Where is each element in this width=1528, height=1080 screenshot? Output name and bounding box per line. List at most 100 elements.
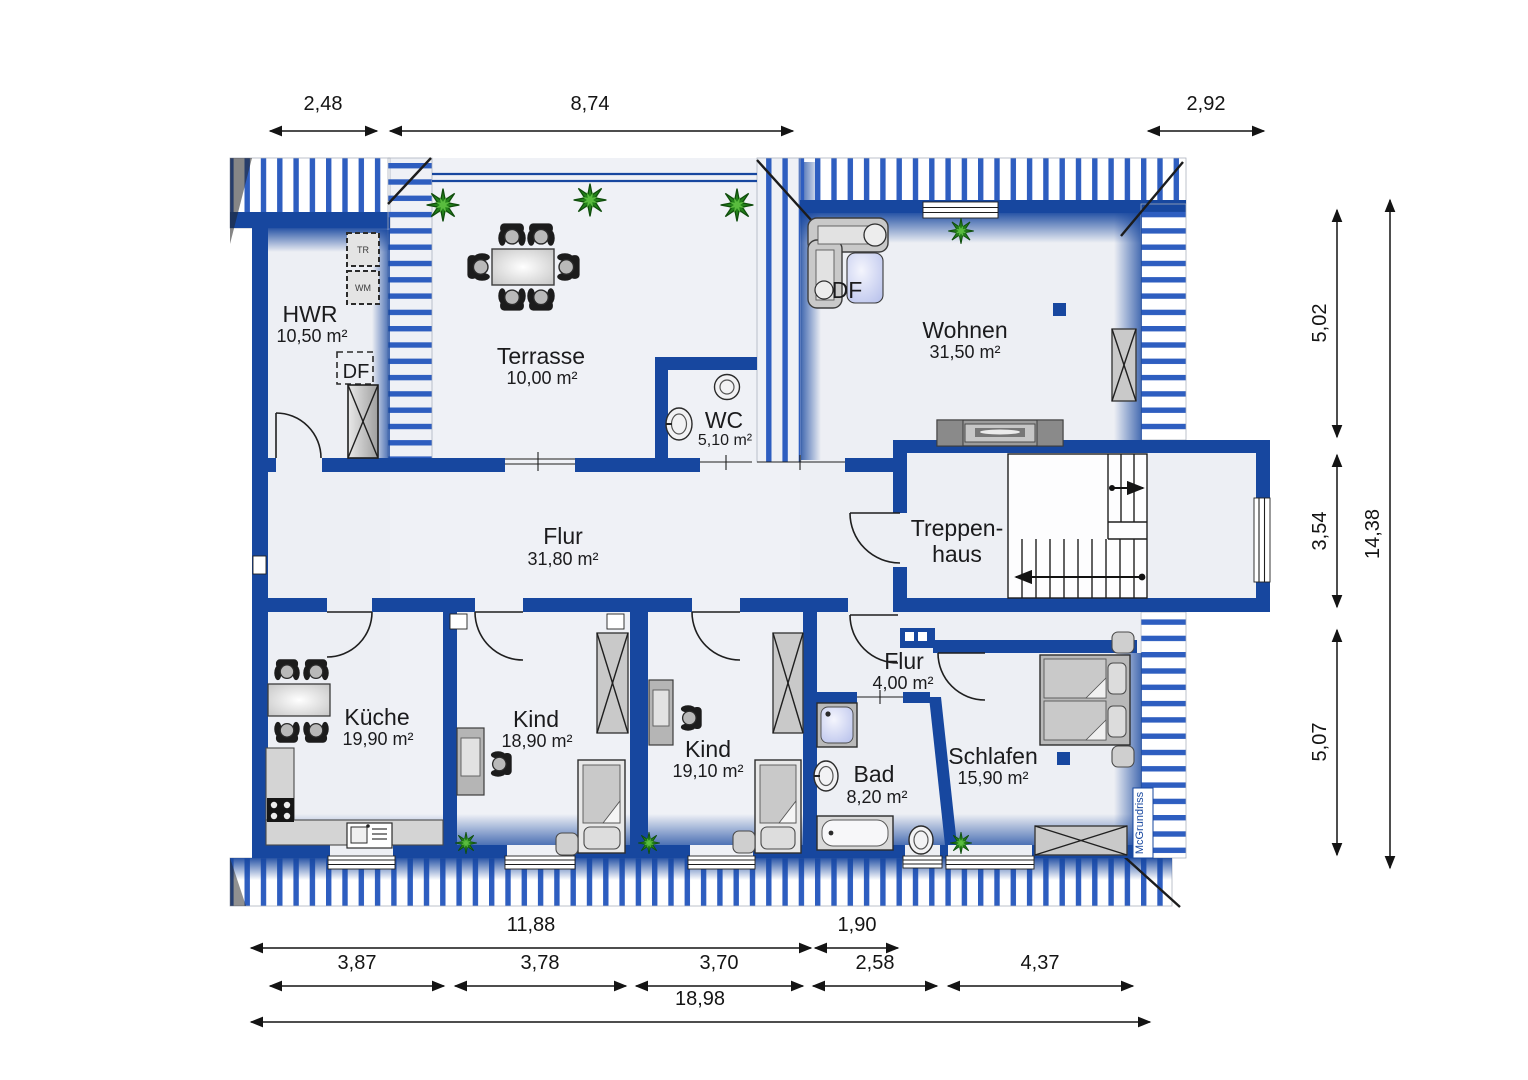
sink-icon-wc — [665, 407, 693, 441]
roof-strip-left-of-terrace — [388, 158, 432, 462]
room-name-treppenhaus-line1: Treppen- — [911, 515, 1003, 541]
plant-icon — [454, 831, 478, 855]
dim-bottom-mid-5: 4,37 — [1021, 952, 1060, 974]
roof-band-right-upper — [1141, 204, 1186, 440]
room-name-schlafen: Schlafen — [948, 743, 1038, 769]
wardrobe-icon-schlafen — [1034, 825, 1128, 856]
kitchen-table-icon — [267, 658, 331, 744]
door-flur2 — [849, 614, 899, 664]
dim-bottom-upper-1: 11,88 — [507, 914, 556, 936]
room-name-terrasse: Terrasse — [497, 343, 585, 369]
wardrobe-icon-wohnen — [1111, 328, 1137, 402]
roof-window-marker-wohnen — [846, 252, 884, 304]
nightstand-icon-schlafen-bottom — [1111, 745, 1135, 768]
wall-niches — [252, 555, 927, 641]
room-area-schlafen: 15,90 m² — [957, 768, 1028, 788]
room-name-kind1: Kind — [513, 706, 559, 732]
roof-valley-lines — [387, 157, 1184, 908]
nightstand-icon-schlafen-top — [1111, 631, 1135, 654]
room-labels: HWR 10,50 m² Terrasse 10,00 m² WC 5,10 m… — [276, 245, 1037, 807]
room-name-kueche: Küche — [344, 704, 409, 730]
plant-icon — [425, 187, 461, 223]
roof-shadow-bottom-left — [230, 858, 246, 906]
door-treppenhaus — [849, 512, 901, 564]
post-marker-schlafen — [1057, 752, 1070, 765]
roof-window-label-hwr: DF — [343, 361, 370, 383]
room-area-wohnen: 31,50 m² — [929, 342, 1000, 362]
dormer-window — [922, 201, 999, 219]
room-name-treppenhaus-line2: haus — [932, 541, 982, 567]
dimensions-right: 5,02 3,54 5,07 14,38 — [1309, 198, 1396, 870]
dimensions-bottom: 11,88 1,90 3,87 3,78 3,70 2,58 4,37 18,9… — [249, 914, 1152, 1028]
door-wc — [700, 455, 752, 470]
desk-icon-kind1 — [456, 727, 485, 796]
terrace-railing — [432, 172, 757, 183]
sideboard-tv-icon — [936, 419, 1064, 447]
dim-bottom-mid-2: 3,78 — [521, 952, 560, 974]
plant-icon — [719, 187, 755, 223]
room-area-flur: 31,80 m² — [527, 549, 598, 569]
washing-machine-icon — [346, 270, 380, 305]
watermark-text: McGrundriss — [1134, 791, 1146, 854]
wardrobe-icon-kind1 — [596, 632, 629, 734]
roof-strip-right-of-terrace — [757, 158, 801, 462]
windows-and-niches — [252, 172, 1271, 870]
plant-icon — [572, 182, 608, 218]
room-area-hwr: 10,50 m² — [276, 326, 347, 346]
dim-bottom-total: 18,98 — [675, 988, 725, 1010]
stairwell-window — [1253, 497, 1271, 583]
dim-top-2: 8,74 — [571, 93, 610, 115]
staircase-icon — [1007, 453, 1148, 599]
dining-set-icon — [466, 222, 581, 312]
dimension-chains: 2,48 8,74 2,92 5,02 3,54 5,07 14,38 11,8… — [249, 93, 1396, 1028]
room-area-flur2: 4,00 m² — [872, 673, 933, 693]
roof-band-top-right — [800, 158, 1186, 204]
door-schlafen — [937, 652, 986, 701]
furniture — [265, 217, 1137, 856]
watermark: McGrundriss — [1132, 787, 1154, 859]
room-area-kind2: 19,10 m² — [672, 761, 743, 781]
dim-right-total: 14,38 — [1362, 509, 1384, 559]
roof-window-marker-hwr — [336, 351, 374, 385]
room-area-wc: 5,10 m² — [698, 432, 753, 449]
opening-wohnen — [757, 455, 845, 470]
door-kind2 — [691, 611, 741, 661]
bottom-windows — [327, 855, 1035, 870]
corner-sofa-icon — [807, 217, 889, 309]
room-area-terrasse: 10,00 m² — [506, 368, 577, 388]
stove-icon — [267, 798, 294, 822]
door-kueche — [326, 611, 373, 658]
door-bad — [857, 690, 903, 704]
roof-shadow-top-left — [230, 158, 252, 244]
room-name-wc: WC — [705, 407, 743, 433]
post-marker-wohnen — [1053, 303, 1066, 316]
dim-right-1: 5,02 — [1309, 304, 1331, 343]
room-name-kind2: Kind — [685, 736, 731, 762]
door-hwr — [275, 412, 322, 459]
dim-top-3: 2,92 — [1187, 93, 1226, 115]
door-terrace — [505, 452, 575, 471]
appliance-label-tr: TR — [357, 245, 369, 255]
shower-icon — [816, 702, 858, 748]
chimney-icon — [347, 384, 379, 459]
nightstand-icon-kind1 — [555, 832, 579, 856]
bed-icon-kind2 — [754, 759, 802, 854]
dim-right-3: 5,07 — [1309, 723, 1331, 762]
plant-icon — [949, 831, 973, 855]
appliance-label-wm: WM — [355, 283, 371, 293]
room-area-kueche: 19,90 m² — [342, 729, 413, 749]
kitchen-counter-icon — [265, 747, 444, 849]
room-area-bad: 8,20 m² — [846, 787, 907, 807]
kitchen-sink-icon — [346, 822, 393, 849]
room-area-kind1: 18,90 m² — [501, 731, 572, 751]
dim-top-1: 2,48 — [304, 93, 343, 115]
room-name-bad: Bad — [854, 761, 895, 787]
nightstand-icon-kind2 — [732, 830, 756, 854]
dim-bottom-mid-4: 2,58 — [856, 952, 895, 974]
dimensions-top: 2,48 8,74 2,92 — [268, 93, 1266, 137]
plant-icon — [947, 217, 975, 245]
room-name-wohnen: Wohnen — [922, 317, 1007, 343]
wardrobe-icon-kind2 — [772, 632, 804, 734]
plant-icon — [637, 831, 661, 855]
doors — [275, 412, 986, 704]
